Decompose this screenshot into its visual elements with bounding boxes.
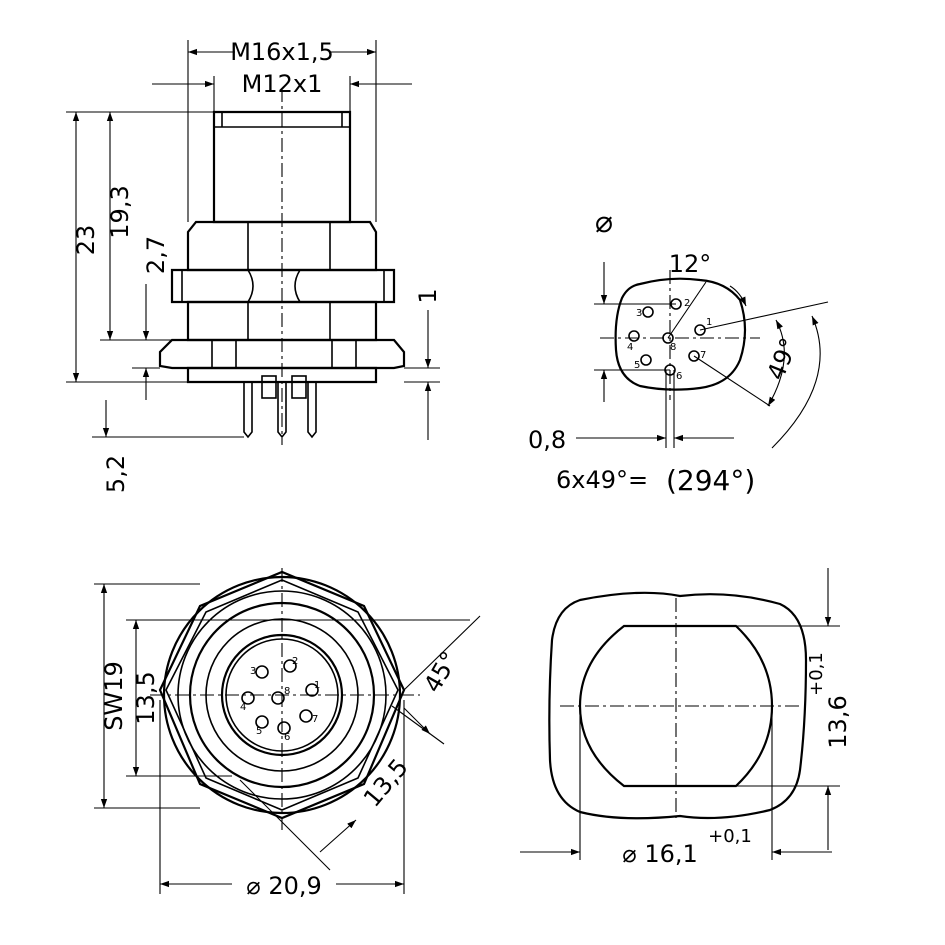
dim-height-body: 19,3 [106, 185, 134, 238]
dim-cutout-height: 13,6 [824, 695, 852, 748]
dim-diameter-symbol: ⌀ [595, 205, 613, 240]
front-pin-2: 2 [292, 656, 298, 667]
front-pin-3: 3 [250, 666, 256, 677]
front-pin-4: 4 [240, 702, 246, 713]
dim-wrench: SW19 [100, 661, 128, 731]
dim-angle-top: 12° [669, 250, 712, 278]
dim-angle-pitch: 49° [762, 334, 804, 384]
pin-label-3: 3 [636, 308, 642, 319]
front-pin-8: 8 [284, 686, 290, 697]
pin-label-4: 4 [627, 342, 633, 353]
pin-label-6: 6 [676, 371, 682, 382]
dim-diag: 13,5 [358, 753, 414, 812]
dim-angle: 45° [418, 647, 464, 698]
dim-pin-dia: 0,8 [528, 426, 566, 454]
dim-plate: 1 [414, 288, 442, 303]
flange-nut [170, 268, 396, 304]
pin-label-1: 1 [706, 317, 712, 328]
dim-flange: 2,7 [142, 236, 170, 274]
pin-layout-view: ⌀ 1 2 3 4 5 6 7 8 12° [528, 205, 829, 497]
front-pin-holes [241, 659, 319, 735]
pin-label-5: 5 [634, 360, 640, 371]
pin-holes [628, 298, 706, 376]
front-pin-1: 1 [314, 680, 320, 691]
side-view: M16x1,5 M12x1 23 19,3 2,7 5,2 1 [66, 38, 442, 493]
cutout-outer-outline [548, 591, 808, 820]
pin-outline [614, 277, 747, 391]
pin-label-8: 8 [670, 342, 676, 353]
dim-inner: 13,5 [132, 671, 160, 724]
dim-cutout-dia: ⌀ 16,1 [622, 840, 698, 868]
dim-thread-outer: M16x1,5 [230, 38, 334, 66]
lower-nut [158, 338, 406, 370]
dim-formula: 6x49°= [556, 466, 648, 494]
dim-cutout-dia-tol: +0,1 [708, 826, 752, 847]
cutout-view: 13,6 +0,1 ⌀ 16,1 +0,1 [520, 568, 852, 868]
front-view: 1 2 3 4 5 6 7 8 SW19 13,5 45° 13,5 ⌀ [94, 568, 481, 900]
dim-height-total: 23 [72, 225, 100, 256]
dim-pins: 5,2 [102, 455, 130, 493]
pin-label-7: 7 [700, 350, 706, 361]
front-pin-6: 6 [284, 732, 290, 743]
contact-pins [243, 375, 317, 439]
dim-thread-inner: M12x1 [242, 70, 323, 98]
dim-formula-result: (294°) [666, 464, 755, 497]
front-pin-7: 7 [312, 714, 318, 725]
pin-label-2: 2 [684, 298, 690, 309]
dim-outer-dia: ⌀ 20,9 [246, 872, 322, 900]
front-pin-5: 5 [256, 726, 262, 737]
dim-cutout-height-tol: +0,1 [806, 652, 827, 696]
